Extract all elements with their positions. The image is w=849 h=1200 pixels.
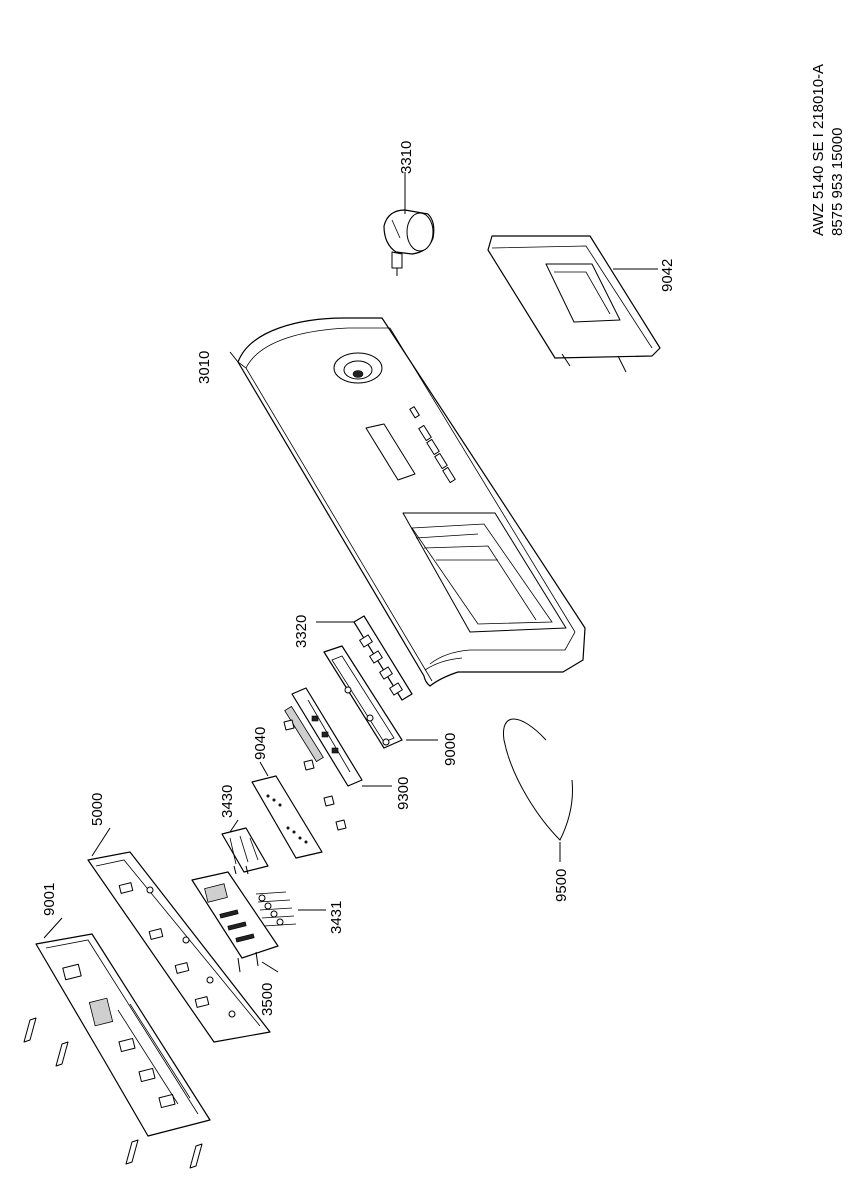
part-label-9042: 9042 <box>659 259 676 292</box>
overlay-film <box>251 719 347 859</box>
part-label-3320: 3320 <box>293 615 310 648</box>
display-holder <box>284 687 363 787</box>
part-label-9300: 9300 <box>395 777 412 810</box>
light-guide-frame <box>323 645 403 749</box>
part-label-3500: 3500 <box>259 983 276 1016</box>
button-strip <box>353 615 413 701</box>
leader-lines <box>43 172 658 973</box>
part-label-3010: 3010 <box>196 351 213 384</box>
pcb-housing <box>35 933 211 1137</box>
main-pcb <box>87 851 271 1043</box>
part-label-9040: 9040 <box>252 727 269 760</box>
part-label-9500: 9500 <box>553 869 570 902</box>
control-panel-fascia <box>237 317 586 687</box>
part-label-3431: 3431 <box>328 901 345 934</box>
drawing-code-label: 8575 953 15000 <box>829 128 846 236</box>
housing-screws <box>23 1017 203 1169</box>
part-labels: 3310 3010 9042 3320 9040 9000 9300 3430 … <box>41 141 676 1016</box>
led-block <box>221 827 269 875</box>
wire-harness <box>503 718 573 841</box>
display-board <box>191 871 279 973</box>
part-label-9001: 9001 <box>41 883 58 916</box>
part-label-3310: 3310 <box>398 141 415 174</box>
program-knob <box>383 209 435 276</box>
model-label: AWZ 5140 SE I 218010-A <box>810 64 827 236</box>
part-label-9000: 9000 <box>442 733 459 766</box>
part-label-3430: 3430 <box>219 785 236 818</box>
part-label-5000: 5000 <box>89 793 106 826</box>
pin-bundle <box>255 891 297 927</box>
drawer-front-panel <box>487 235 661 373</box>
drawing-header: AWZ 5140 SE I 218010-A 8575 953 15000 <box>810 64 846 236</box>
